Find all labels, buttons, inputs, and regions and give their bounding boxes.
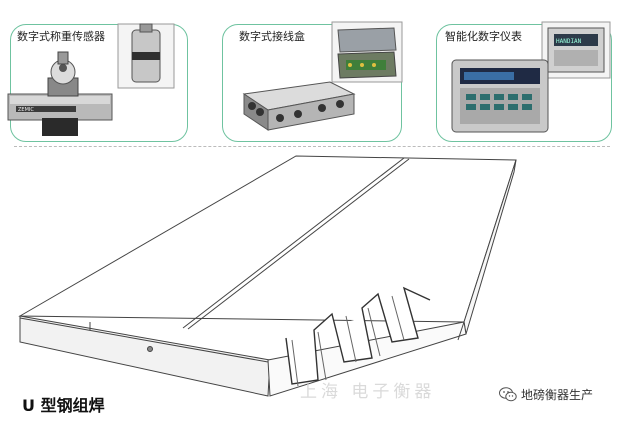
wechat-label: 地磅衡器生产 (521, 388, 594, 402)
illustration-caption: U 型钢组焊 (22, 396, 105, 415)
panel-title-digital-indicator: 智能化数字仪表 (445, 30, 522, 43)
load-cell-column-icon (117, 23, 175, 89)
wechat-badge: 地磅衡器生产 (496, 385, 597, 404)
indicator-brand-label: HANDIAN (556, 38, 582, 45)
junction-box-icon (242, 81, 356, 131)
load-cell-sensor-icon: ZEMIC (7, 51, 113, 136)
section-divider (14, 146, 610, 147)
wechat-icon (499, 387, 517, 402)
sensor-brand-label: ZEMIC (18, 107, 34, 113)
panel-title-junction-box: 数字式接线盒 (239, 30, 305, 43)
junction-box-open-icon (331, 21, 403, 83)
panel-title-load-cell: 数字式称重传感器 (17, 30, 105, 43)
watermark-text: 上海 电子衡器 (300, 382, 436, 402)
digital-indicator-small-icon: HANDIAN (541, 21, 611, 79)
digital-indicator-icon (451, 59, 549, 133)
